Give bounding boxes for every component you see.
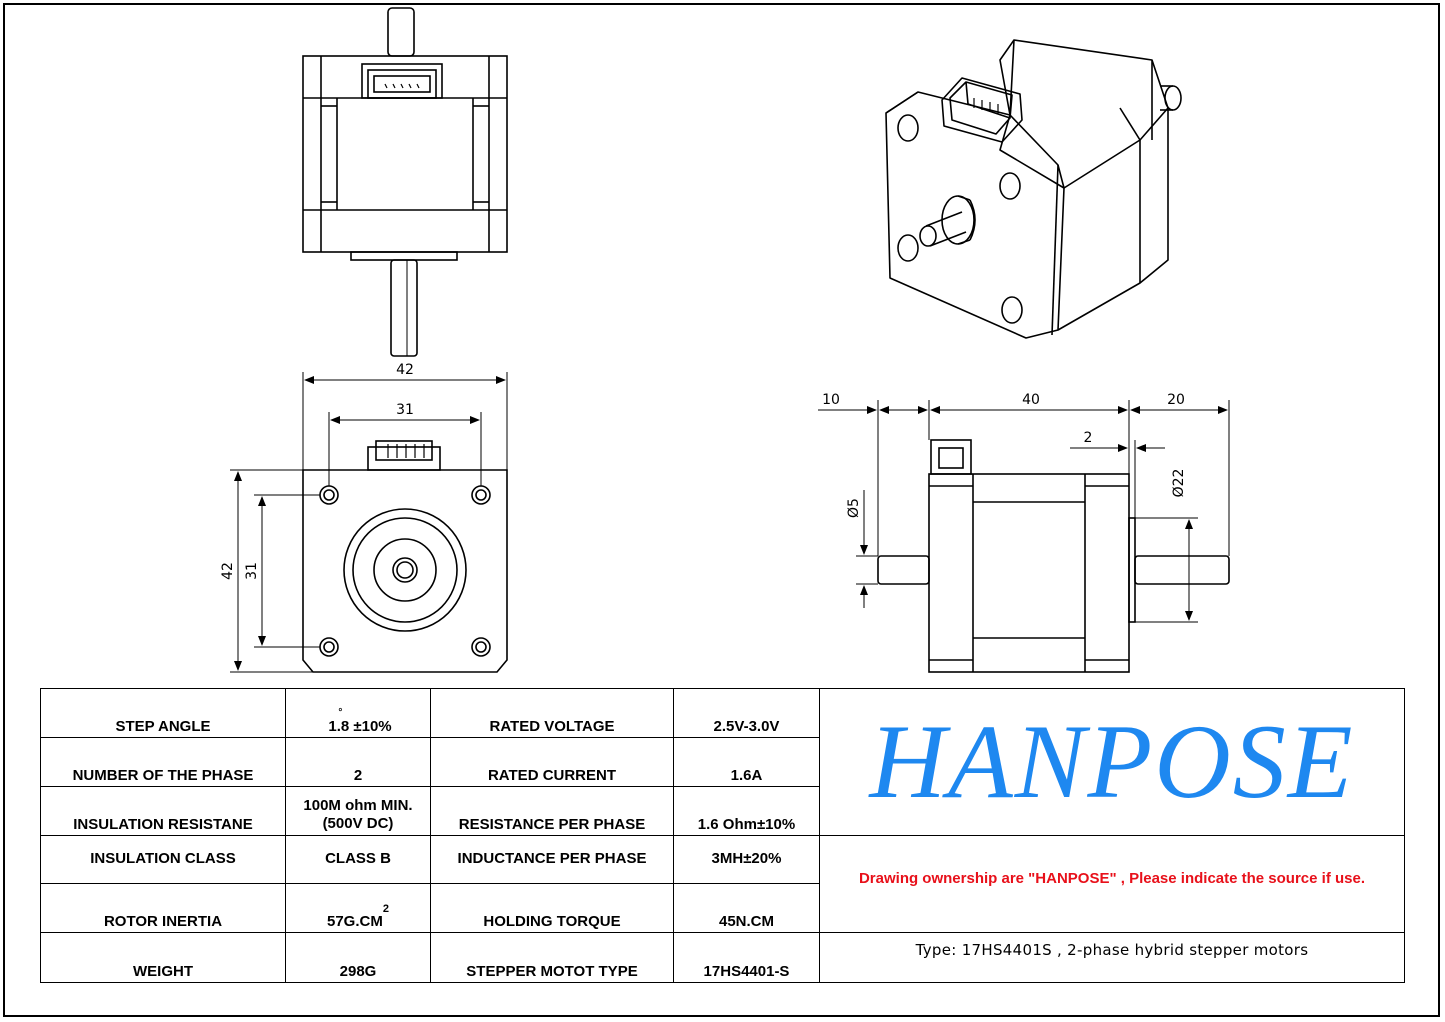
drawing-border xyxy=(3,3,1440,1017)
ownership-notice: Drawing ownership are "HANPOSE" , Please… xyxy=(858,870,1366,887)
top-view xyxy=(302,7,508,357)
table-row: INSULATION RESISTANE 100M ohm MIN. (500V… xyxy=(40,786,1405,836)
spec-table: STEP ANGLE °1.8 ±10% RATED VOLTAGE 2.5V-… xyxy=(40,688,1405,983)
dimension-labels: 42 31 42 31 10 40 20 2 Ø5 Ø22 xyxy=(220,362,1187,580)
spec-value: 45N.CM xyxy=(673,883,820,933)
spec-value: °1.8 ±10% xyxy=(285,688,431,738)
table-row: WEIGHT 298G STEPPER MOTOT TYPE 17HS4401-… xyxy=(40,932,1405,983)
spec-value: 1.6A xyxy=(673,737,820,787)
dim-dia-22: Ø22 xyxy=(1171,469,1187,498)
spec-label: NUMBER OF THE PHASE xyxy=(40,737,286,787)
side-view xyxy=(877,439,1230,673)
spec-label: ROTOR INERTIA xyxy=(40,883,286,933)
brand-logo: HANPOSE xyxy=(869,703,1355,820)
spec-value: 1.6 Ohm±10% xyxy=(673,786,820,836)
technical-drawing: 42 31 42 31 10 40 20 2 Ø5 Ø22 xyxy=(220,7,1230,673)
superscript: 2 xyxy=(382,903,389,915)
degree-symbol: ° xyxy=(338,707,343,718)
brand-cell: HANPOSE xyxy=(819,688,1405,836)
table-row: ROTOR INERTIA 57G.CM2 HOLDING TORQUE 45N… xyxy=(40,883,1405,933)
dim-42-side: 42 xyxy=(220,562,236,580)
spec-value: 17HS4401-S xyxy=(673,932,820,983)
isometric-view xyxy=(885,39,1182,339)
dimension-lines xyxy=(230,372,1230,673)
type-cell: Type: 17HS4401S , 2-phase hybrid stepper… xyxy=(819,932,1405,983)
spec-value: 57G.CM2 xyxy=(285,883,431,933)
spec-value: 100M ohm MIN. (500V DC) xyxy=(285,786,431,836)
ownership-cell: Drawing ownership are "HANPOSE" , Please… xyxy=(819,835,1405,933)
connector-pins-top xyxy=(384,83,420,89)
spec-label: INDUCTANCE PER PHASE xyxy=(430,835,674,884)
spec-value: 3MH±20% xyxy=(673,835,820,884)
table-row: INSULATION CLASS CLASS B INDUCTANCE PER … xyxy=(40,835,1405,933)
dim-40: 40 xyxy=(1022,392,1040,408)
dim-42-top: 42 xyxy=(396,362,414,378)
spec-value: 2 xyxy=(285,737,431,787)
dim-dia-5: Ø5 xyxy=(846,498,862,518)
dim-20: 20 xyxy=(1167,392,1185,408)
spec-value: 2.5V-3.0V xyxy=(673,688,820,738)
spec-label: RATED CURRENT xyxy=(430,737,674,787)
spec-label: WEIGHT xyxy=(40,932,286,983)
spec-value: 298G xyxy=(285,932,431,983)
spec-value: CLASS B xyxy=(285,835,431,884)
table-row: STEP ANGLE °1.8 ±10% RATED VOLTAGE 2.5V-… xyxy=(40,688,1405,836)
spec-label: STEP ANGLE xyxy=(40,688,286,738)
dim-31-top: 31 xyxy=(396,402,414,418)
spec-label: INSULATION RESISTANE xyxy=(40,786,286,836)
type-description: Type: 17HS4401S , 2-phase hybrid stepper… xyxy=(915,941,1309,959)
spec-label: STEPPER MOTOT TYPE xyxy=(430,932,674,983)
dim-10: 10 xyxy=(822,392,840,408)
dim-31-side: 31 xyxy=(244,562,260,580)
front-view xyxy=(302,440,508,673)
spec-label: HOLDING TORQUE xyxy=(430,883,674,933)
spec-label: INSULATION CLASS xyxy=(40,835,286,884)
spec-label: RESISTANCE PER PHASE xyxy=(430,786,674,836)
spec-label: RATED VOLTAGE xyxy=(430,688,674,738)
dim-2: 2 xyxy=(1084,430,1093,446)
